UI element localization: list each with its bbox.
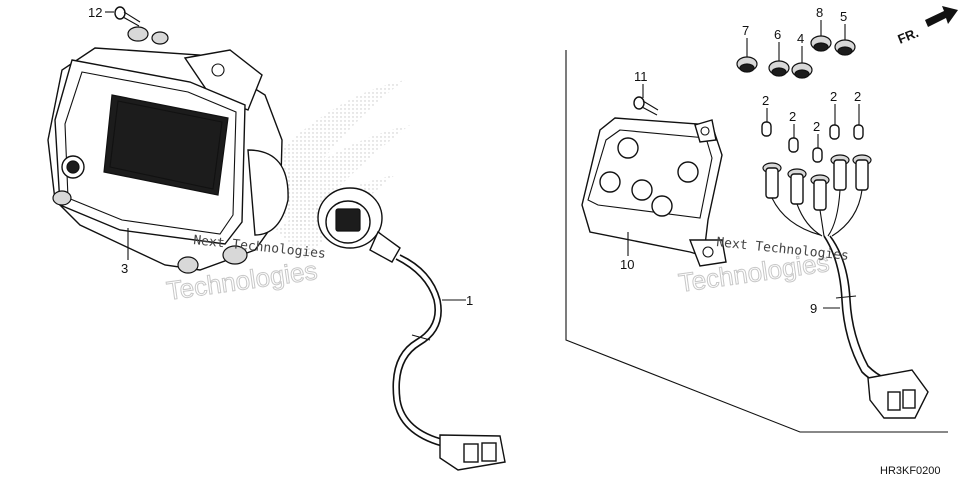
bulbs [761, 121, 864, 163]
front-direction-arrow [925, 6, 958, 27]
grommets [736, 35, 856, 79]
front-label: FR. [896, 25, 921, 47]
diagram-code: HR3KF0200 [880, 465, 941, 477]
screw-12 [105, 6, 141, 27]
callout-11: 11 [634, 69, 648, 84]
callout-3: 3 [121, 261, 128, 276]
callout-2e: 2 [854, 89, 861, 104]
callout-7: 7 [742, 23, 749, 38]
callout-8: 8 [816, 5, 823, 20]
callout-12: 12 [88, 5, 102, 20]
screw-11 [633, 96, 659, 116]
callout-2d: 2 [830, 89, 837, 104]
section-border [565, 50, 948, 433]
callout-6: 6 [774, 27, 781, 42]
callout-2a: 2 [762, 93, 769, 108]
callout-2b: 2 [789, 109, 796, 124]
callout-2c: 2 [813, 119, 820, 134]
callout-5: 5 [840, 9, 847, 24]
wire-harness-1 [317, 187, 506, 471]
indicator-panel-10 [581, 117, 727, 267]
socket-harness-9 [762, 154, 929, 419]
leader-lines [127, 20, 860, 309]
callout-9: 9 [810, 301, 817, 316]
meter-assembly [47, 26, 289, 274]
callout-4: 4 [797, 31, 804, 46]
callout-1: 1 [466, 293, 473, 308]
callout-10: 10 [620, 257, 634, 272]
